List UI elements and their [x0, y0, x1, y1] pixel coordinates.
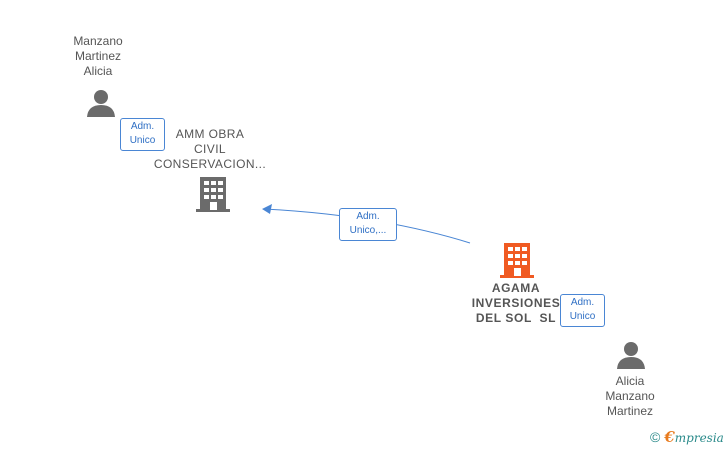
- brand-logo[interactable]: €mpresia: [664, 428, 724, 446]
- role-badge-line: Adm.: [356, 211, 380, 222]
- company-agama-name-line: AGAMA: [491, 281, 541, 295]
- role-badge-line: Unico: [569, 311, 596, 322]
- role-badge-line: Unico,...: [349, 225, 387, 236]
- building-icon[interactable]: [196, 176, 230, 212]
- company-amm-name-line: CIVIL: [193, 142, 226, 156]
- role-badge-line: Adm.: [570, 297, 595, 308]
- person-bottom-name-line: Alicia: [615, 374, 645, 388]
- company-amm-name[interactable]: AMM OBRA CIVIL CONSERVACION...: [150, 127, 270, 172]
- person-bottom-name-line: Manzano: [605, 389, 655, 403]
- footer-brand: © €mpresia: [650, 428, 724, 446]
- role-badge-bottom[interactable]: Adm. Unico: [560, 294, 605, 327]
- person-top-name-line: Manzano: [73, 34, 123, 48]
- person-icon[interactable]: [86, 88, 116, 118]
- company-agama-name-line: DEL SOL SL: [475, 311, 557, 325]
- brand-logo-text: mpresia: [674, 431, 724, 445]
- company-amm-name-line: CONSERVACION...: [153, 157, 267, 171]
- building-icon[interactable]: [500, 242, 534, 278]
- role-badge-line: Adm.: [130, 121, 155, 132]
- role-badge-line: Unico: [129, 135, 156, 146]
- person-top-name-line: Alicia: [83, 64, 113, 78]
- person-bottom-name[interactable]: Alicia Manzano Martinez: [590, 374, 670, 419]
- person-bottom-name-line: Martinez: [606, 404, 653, 418]
- person-top-name-line: Martinez: [74, 49, 121, 63]
- company-amm-name-line: AMM OBRA: [175, 127, 245, 141]
- company-agama-name-line: INVERSIONES: [471, 296, 561, 310]
- copyright-icon: ©: [650, 429, 661, 445]
- brand-logo-mark: €: [664, 428, 675, 446]
- person-icon[interactable]: [616, 340, 646, 370]
- role-badge-top[interactable]: Adm. Unico: [120, 118, 165, 151]
- person-top-name[interactable]: Manzano Martinez Alicia: [58, 34, 138, 79]
- edge-arrowhead: [262, 204, 272, 214]
- role-badge-middle[interactable]: Adm. Unico,...: [339, 208, 397, 241]
- company-agama-name[interactable]: AGAMA INVERSIONES DEL SOL SL: [462, 281, 570, 326]
